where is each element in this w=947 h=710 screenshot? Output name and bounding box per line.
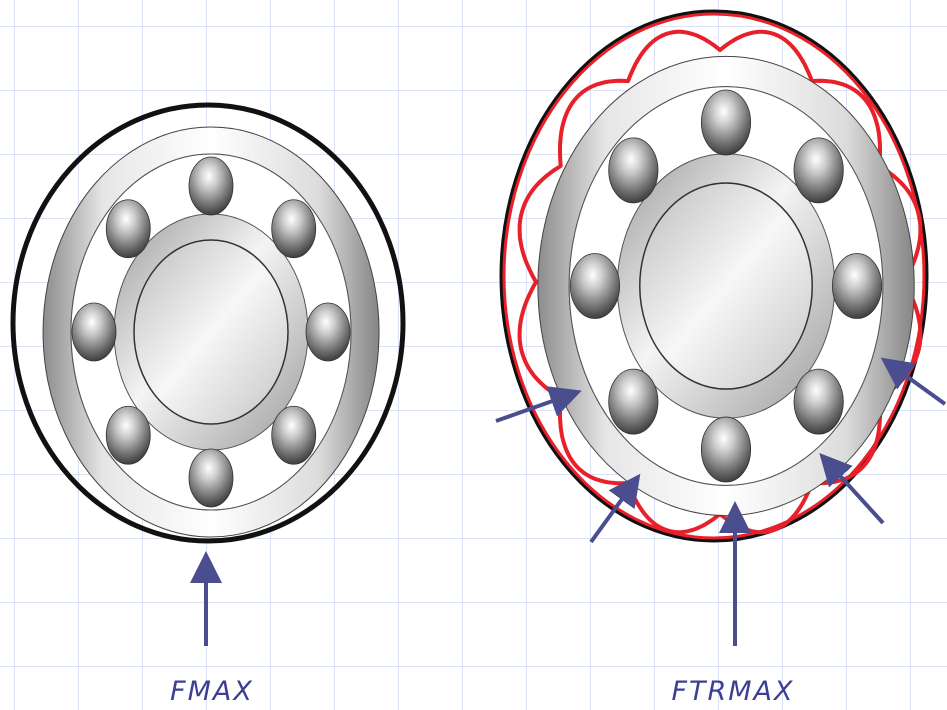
label-ftrmax: FTRMAX: [671, 676, 795, 707]
housing-right-red-rim: [502, 12, 926, 540]
left-ball: [305, 302, 351, 362]
right-ball: [569, 253, 621, 319]
arrow-ftrmax-lower-right: [819, 453, 885, 525]
left-ball: [188, 448, 234, 508]
left-ball: [271, 199, 317, 259]
left-ball: [271, 405, 317, 465]
left-ball: [188, 156, 234, 216]
arrow-ftrmax-left: [495, 386, 582, 423]
right-ball: [793, 368, 844, 435]
label-fmax: FMAX: [170, 676, 254, 707]
bearing-left: [10, 102, 406, 544]
right-ball: [700, 89, 752, 156]
right-ball: [831, 253, 883, 319]
bearing-right: [499, 9, 929, 543]
force-arrows: [190, 357, 947, 646]
left-ball: [71, 302, 117, 362]
arrow-ftrmax-right: [880, 357, 947, 406]
right-ball: [700, 416, 752, 483]
arrow-ftrmax-lower-left: [589, 473, 641, 544]
left-bore: [133, 239, 289, 425]
left-ball: [105, 405, 151, 465]
housing-left-outline: [10, 102, 406, 544]
left-ball: [105, 199, 151, 259]
housing-right-outline: [499, 9, 929, 543]
right-ball: [608, 137, 659, 204]
right-ball: [608, 368, 659, 435]
right-ball: [793, 137, 844, 204]
right-bore: [639, 182, 813, 390]
